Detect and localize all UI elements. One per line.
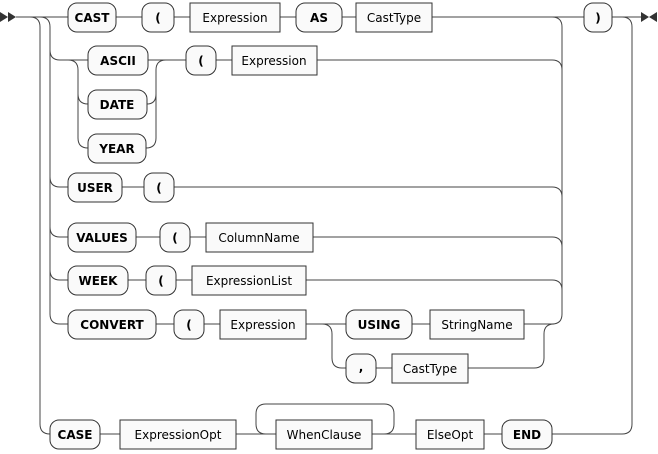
- keyword-comma: ,: [345, 353, 377, 384]
- keyword-open-paren-6: (: [173, 309, 205, 340]
- svg-text:ExpressionList: ExpressionList: [206, 274, 292, 288]
- nonterminal-when-clause: WhenClause: [275, 419, 373, 450]
- svg-text:): ): [595, 11, 600, 25]
- svg-text:DATE: DATE: [100, 98, 135, 112]
- svg-text:USING: USING: [358, 318, 401, 332]
- nonterminal-expression-opt: ExpressionOpt: [119, 419, 237, 450]
- nonterminal-cast-type-2: CastType: [391, 353, 469, 384]
- keyword-close-paren: ): [583, 2, 613, 33]
- svg-text:CastType: CastType: [367, 11, 421, 25]
- svg-text:(: (: [186, 318, 191, 332]
- svg-text:Expression: Expression: [241, 54, 306, 68]
- svg-text:ColumnName: ColumnName: [218, 231, 299, 245]
- svg-text:CASE: CASE: [58, 428, 93, 442]
- keyword-date: DATE: [87, 89, 148, 120]
- nonterminal-column-name: ColumnName: [205, 222, 314, 253]
- nonterminal-expression-3: Expression: [219, 309, 307, 340]
- svg-text:StringName: StringName: [441, 318, 512, 332]
- keyword-week: WEEK: [67, 265, 129, 296]
- nonterminal-else-opt: ElseOpt: [415, 419, 485, 450]
- nonterminal-expression-1: Expression: [189, 2, 281, 33]
- keyword-open-paren-1: (: [141, 2, 175, 33]
- start-marker-icon: [0, 12, 16, 22]
- nonterminal-expression-list: ExpressionList: [191, 265, 307, 296]
- end-marker-icon: [641, 12, 657, 22]
- svg-text:AS: AS: [310, 11, 328, 25]
- svg-text:ElseOpt: ElseOpt: [427, 428, 474, 442]
- svg-text:WEEK: WEEK: [79, 274, 119, 288]
- svg-text:(: (: [155, 11, 160, 25]
- rail-lines: [16, 16, 641, 435]
- keyword-open-paren-3: (: [143, 172, 175, 203]
- svg-text:Expression: Expression: [202, 11, 267, 25]
- svg-text:WhenClause: WhenClause: [287, 428, 362, 442]
- svg-text:YEAR: YEAR: [98, 142, 134, 156]
- svg-text:CAST: CAST: [75, 11, 111, 25]
- svg-text:(: (: [172, 231, 177, 245]
- svg-text:(: (: [158, 274, 163, 288]
- keyword-as: AS: [295, 2, 343, 33]
- keyword-case: CASE: [49, 419, 101, 450]
- keyword-convert: CONVERT: [67, 309, 157, 340]
- nonterminal-string-name: StringName: [429, 309, 525, 340]
- svg-text:CastType: CastType: [403, 362, 457, 376]
- keyword-cast: CAST: [67, 2, 117, 33]
- svg-text:Expression: Expression: [230, 318, 295, 332]
- svg-text:(: (: [156, 181, 161, 195]
- svg-text:ASCII: ASCII: [100, 54, 136, 68]
- svg-text:END: END: [513, 428, 541, 442]
- keyword-open-paren-4: (: [159, 222, 191, 253]
- keyword-year: YEAR: [87, 133, 147, 164]
- keyword-values: VALUES: [67, 222, 137, 253]
- keyword-ascii: ASCII: [87, 45, 149, 76]
- keyword-using: USING: [345, 309, 413, 340]
- svg-text:VALUES: VALUES: [76, 231, 128, 245]
- keyword-end: END: [501, 419, 553, 450]
- keyword-open-paren-2: (: [185, 45, 217, 76]
- keyword-user: USER: [67, 172, 123, 203]
- nonterminal-cast-type-1: CastType: [355, 2, 433, 33]
- nonterminal-expression-2: Expression: [231, 45, 318, 76]
- svg-text:ExpressionOpt: ExpressionOpt: [135, 428, 222, 442]
- svg-text:(: (: [198, 54, 203, 68]
- keyword-open-paren-5: (: [145, 265, 177, 296]
- svg-text:CONVERT: CONVERT: [80, 318, 144, 332]
- svg-text:,: ,: [359, 360, 364, 374]
- svg-text:USER: USER: [77, 181, 113, 195]
